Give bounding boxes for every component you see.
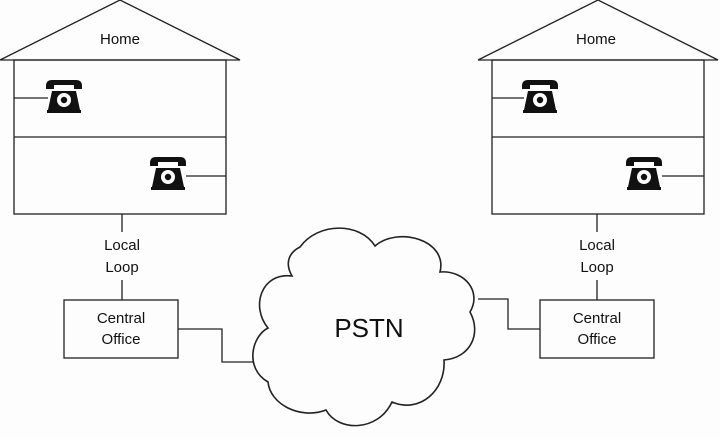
telephone-icon	[626, 157, 662, 190]
home-left-label: Home	[99, 31, 140, 48]
central-office-left-line2: Office	[101, 331, 141, 348]
local-loop-left-line2: Loop	[105, 259, 139, 276]
telephone-icon	[150, 157, 186, 190]
home-left	[0, 0, 262, 363]
local-loop-right-line1: Local	[579, 237, 615, 254]
trunk-right	[478, 298, 540, 330]
central-office-right-line2: Office	[577, 331, 617, 348]
telephone-icon	[46, 80, 82, 113]
central-office-left-box	[63, 299, 179, 359]
central-office-right-box	[539, 299, 655, 359]
local-loop-left-line1: Local	[104, 237, 140, 254]
local-loop-right-line2: Loop	[580, 259, 614, 276]
pstn-cloud	[252, 227, 476, 427]
home-left-roof	[0, 0, 241, 61]
home-right	[477, 0, 719, 359]
trunk-left	[178, 328, 262, 363]
home-right-roof	[477, 0, 719, 61]
central-office-right-line1: Central	[572, 310, 622, 327]
pstn-label: PSTN	[334, 313, 404, 343]
central-office-left-line1: Central	[96, 310, 146, 327]
telephone-icon	[522, 80, 558, 113]
home-right-label: Home	[575, 31, 616, 48]
